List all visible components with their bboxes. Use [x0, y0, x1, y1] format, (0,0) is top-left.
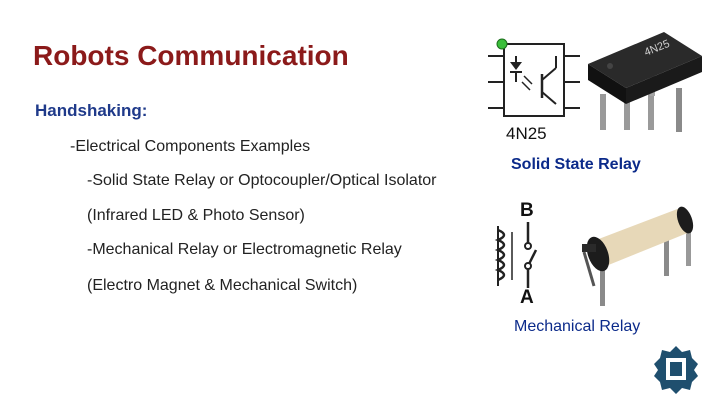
bullet-line-1: -Electrical Components Examples [70, 138, 311, 155]
part-number-label: 4N25 [506, 124, 547, 143]
relay-schematic [494, 222, 538, 288]
bullet-line-5: (Electro Magnet & Mechanical Switch) [87, 277, 358, 294]
bullet-line-3: (Infrared LED & Photo Sensor) [87, 207, 305, 224]
relay-terminal-b-label: B [520, 200, 534, 221]
slide-title: Robots Communication [33, 40, 349, 71]
gear-shield-logo-icon [654, 346, 698, 394]
relay-caption: Mechanical Relay [514, 318, 641, 335]
bullet-line-2: -Solid State Relay or Optocoupler/Optica… [87, 172, 437, 189]
relay-terminal-a-label: A [520, 287, 534, 308]
slide-subtitle: Handshaking: [35, 101, 148, 120]
bullet-line-4: -Mechanical Relay or Electromagnetic Rel… [87, 241, 402, 258]
ssr-caption: Solid State Relay [511, 156, 641, 173]
mechanical-relay-image [582, 206, 694, 306]
optocoupler-schematic [488, 38, 580, 117]
dip-chip-image: 4N25 [588, 32, 702, 132]
